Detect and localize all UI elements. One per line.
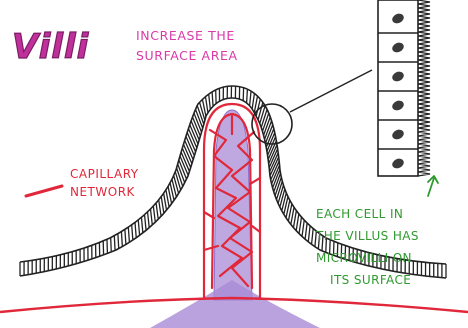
wall-cell-mark: [156, 203, 158, 219]
wall-cell-mark: [118, 234, 119, 249]
wall-cell-mark: [148, 212, 150, 228]
cell-nucleus: [391, 41, 406, 54]
wall-cell-mark: [164, 193, 167, 210]
wall-cell-mark: [247, 89, 248, 103]
wall-cell-mark: [138, 220, 139, 235]
capillary-network: [204, 104, 260, 298]
cell-note-line-2: THE VILLUS HAS: [315, 229, 419, 243]
capillary-label-line-1: CAPILLARY: [70, 167, 139, 181]
wall-cell-mark: [205, 97, 207, 113]
cell-nucleus: [391, 128, 406, 141]
wall-cell-mark: [153, 206, 155, 222]
cell-note-line-1: EACH CELL IN: [316, 207, 403, 221]
wall-cell-mark: [125, 229, 126, 244]
wall-cell-mark: [299, 217, 301, 234]
wall-cell-mark: [175, 172, 180, 190]
wall-cell-mark: [302, 220, 304, 236]
wall-cell-mark: [128, 227, 129, 242]
wall-cell-mark: [312, 229, 314, 245]
capillary-label-line-2: NETWORK: [70, 185, 136, 199]
wall-cell-mark: [308, 226, 310, 242]
cell-nucleus: [391, 12, 406, 25]
wall-cell-mark: [161, 197, 164, 214]
cell-nucleus: [391, 157, 406, 170]
wall-cell-mark: [141, 217, 142, 233]
subtitle-line-1: INCREASE THE: [136, 28, 235, 43]
wall-cell-mark: [121, 232, 122, 247]
wall-cell-mark: [135, 222, 136, 237]
wall-cell-mark: [145, 215, 147, 231]
subtitle-line-2: SURFACE AREA: [136, 48, 238, 63]
enlarged-cells: [378, 0, 430, 176]
cell-note-line-3: MICROVILLI ON: [316, 251, 412, 265]
wall-cell-mark: [159, 200, 161, 216]
wall-cell-mark: [209, 94, 211, 109]
cell-note-line-4: ITS SURFACE: [330, 273, 411, 287]
wall-cell-mark: [150, 209, 152, 225]
wall-cell-mark: [132, 225, 133, 240]
wall-cell-mark: [114, 236, 115, 251]
wall-cell-mark: [250, 91, 251, 106]
wall-cell-mark: [252, 93, 254, 109]
lacteal-base: [150, 280, 320, 328]
cell-nucleus: [391, 70, 406, 83]
wall-cell-mark: [166, 190, 169, 207]
microvilli-fringe: [418, 0, 430, 176]
title: Villi: [12, 27, 90, 67]
wall-cell-mark: [293, 211, 296, 228]
wall-cell-mark: [111, 238, 112, 252]
cell-nucleus: [391, 99, 406, 112]
wall-cell-mark: [305, 223, 307, 239]
wall-cell-mark: [296, 214, 299, 231]
capillary-pointer-line: [26, 186, 62, 196]
wall-cell-mark: [212, 92, 213, 106]
wall-cell-mark: [291, 207, 294, 224]
zoom-connector-line: [290, 70, 372, 112]
